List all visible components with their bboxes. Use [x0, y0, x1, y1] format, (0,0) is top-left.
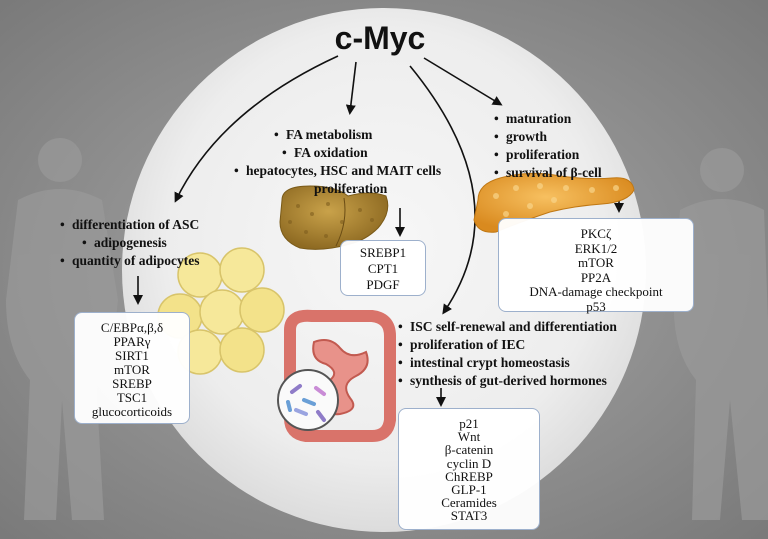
pancreas-factors-box: PKCζ ERK1/2 mTOR PP2A DNA-damage checkpo… [498, 218, 694, 314]
factor-item: β-catenin [444, 442, 494, 458]
list-item: •maturation [494, 111, 572, 126]
arrow-to-adipose [174, 55, 339, 203]
factor-item: p21 [459, 416, 479, 431]
silhouette-left-icon [6, 138, 118, 520]
factor-item: C/EBPα,β,δ [100, 320, 164, 335]
list-item: •hepatocytes, HSC and MAIT cells [234, 163, 442, 178]
arrow-to-liver [345, 61, 357, 115]
factor-item: STAT3 [450, 508, 488, 524]
list-item: •proliferation of IEC [398, 337, 526, 352]
factor-item: PKCζ [580, 226, 612, 241]
factor-item: SREBP [112, 376, 152, 391]
factor-item: PPARγ [113, 334, 151, 349]
list-item: •proliferation [494, 147, 580, 162]
list-item: •quantity of adipocytes [60, 253, 200, 268]
arrow-to-pancreas [423, 57, 503, 106]
liver-factors-box: SREBP1 CPT1 PDGF [340, 240, 426, 296]
list-item: •differentiation of ASC [60, 217, 200, 232]
factor-item: PP2A [580, 269, 612, 285]
pancreas-effects-list: •maturation •growth •proliferation •surv… [494, 110, 602, 182]
factor-item: GLP-1 [451, 482, 487, 498]
factor-item: PDGF [366, 277, 400, 292]
factor-item: cyclin D [446, 455, 492, 471]
silhouette-right-icon [673, 148, 768, 520]
factor-item: p53 [586, 298, 606, 314]
factor-item: glucocorticoids [91, 404, 173, 419]
factor-item: mTOR [578, 255, 614, 270]
list-item: •survival of β-cell [494, 165, 602, 180]
arrow-to-intestine [409, 65, 476, 315]
factor-item: SREBP1 [359, 245, 407, 260]
factor-item: mTOR [114, 362, 150, 377]
list-item: •FA oxidation [282, 145, 368, 160]
list-item: proliferation [314, 181, 388, 196]
list-item: •FA metabolism [274, 127, 373, 142]
intestine-effects-list: •ISC self-renewal and differentiation •p… [398, 318, 617, 390]
factor-item: DNA-damage checkpoint [529, 284, 663, 299]
liver-effects-list: •FA metabolism •FA oxidation •hepatocyte… [234, 126, 441, 198]
factor-item: Ceramides [441, 495, 497, 511]
list-item: •ISC self-renewal and differentiation [398, 319, 617, 334]
factor-item: TSC1 [116, 390, 148, 405]
list-item: •adipogenesis [82, 235, 167, 250]
factor-item: SIRT1 [115, 348, 149, 363]
adipose-effects-list: •differentiation of ASC •adipogenesis •q… [60, 216, 200, 270]
list-item: •intestinal crypt homeostasis [398, 355, 570, 370]
intestine-factors-box: p21 Wnt β-catenin cyclin D ChREBP GLP-1 … [398, 408, 540, 530]
liver-icon [279, 185, 389, 250]
factor-item: CPT1 [367, 261, 399, 276]
adipocyte-cluster-icon [157, 247, 285, 375]
adipose-factors-box: C/EBPα,β,δ PPARγ SIRT1 mTOR SREBP TSC1 g… [74, 312, 190, 424]
list-item: •growth [494, 129, 548, 144]
microbiota-icon [277, 369, 339, 431]
page-title: c-Myc [334, 20, 426, 56]
list-item: •synthesis of gut-derived hormones [398, 373, 607, 388]
factor-item: ChREBP [445, 468, 493, 484]
factor-item: Wnt [457, 429, 481, 445]
factor-item: ERK1/2 [574, 240, 618, 256]
